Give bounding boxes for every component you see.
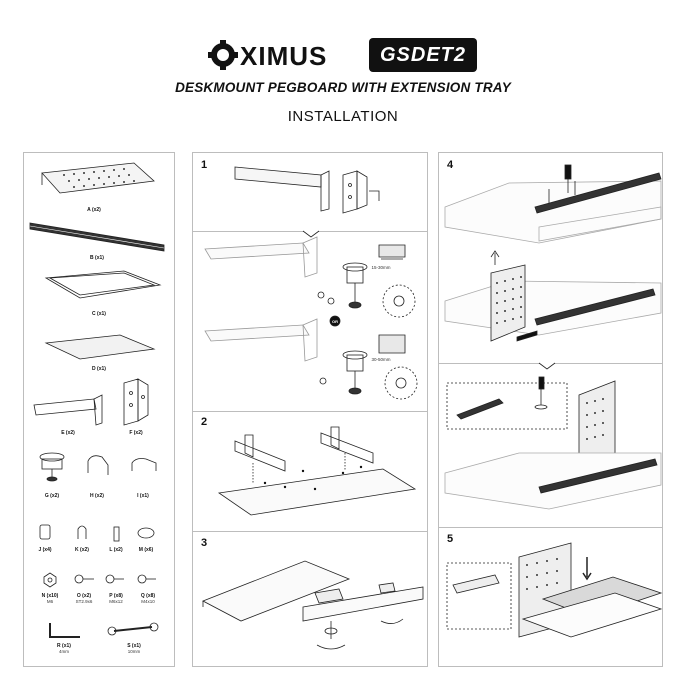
part-r-illustration xyxy=(49,623,80,638)
part-spec-s: 10mm xyxy=(127,649,141,654)
step-1-number: 1 xyxy=(201,159,208,171)
brand-logo: XIMUS xyxy=(206,38,356,72)
part-spec-r: 4mm xyxy=(59,649,69,654)
part-q-illustration xyxy=(137,574,156,584)
part-spec-n: M6 xyxy=(46,599,54,604)
product-title: DESKMOUNT PEGBOARD WITH EXTENSION TRAY xyxy=(175,80,511,95)
part-a-illustration xyxy=(41,162,155,194)
part-spec-o: ST2.9x6 xyxy=(75,599,93,604)
part-label-k: K (x2) xyxy=(75,547,89,553)
parts-panel: A (x2) B (x1) C (x1) D (x1) E (x2) F (x2… xyxy=(23,152,175,667)
part-label-h: H (x2) xyxy=(90,493,104,499)
part-n-illustration xyxy=(43,572,57,588)
part-label-q: Q (x8) xyxy=(140,593,156,599)
step-5-number: 5 xyxy=(447,533,454,545)
part-g-illustration xyxy=(39,452,65,482)
parts-illustrations xyxy=(29,162,165,638)
steps-4-5-panel: 4 5 xyxy=(438,152,663,667)
installation-heading: INSTALLATION xyxy=(287,108,399,125)
part-label-a: A (x2) xyxy=(87,207,101,213)
part-label-e: E (x2) xyxy=(61,430,75,436)
part-label-i: I (x1) xyxy=(137,493,149,499)
part-i-illustration xyxy=(131,458,157,471)
part-label-c: C (x1) xyxy=(92,311,106,317)
part-label-r: R (x1) xyxy=(57,643,71,649)
part-label-s: S (x1) xyxy=(127,643,141,649)
part-label-l: L (x2) xyxy=(109,547,123,553)
model-badge: GSDET2 xyxy=(369,38,477,72)
part-label-m: M (x6) xyxy=(138,547,154,553)
part-label-n: N (x10) xyxy=(41,593,59,599)
clamp-range-note-1: 15-30mm xyxy=(371,265,391,270)
brand-text: XIMUS xyxy=(240,41,327,71)
part-spec-q: M4x10 xyxy=(141,599,155,604)
steps-1-3-panel: 1 2 3 xyxy=(192,152,428,667)
part-label-p: P (x8) xyxy=(109,593,123,599)
part-p-illustration xyxy=(105,574,124,584)
part-label-g: G (x2) xyxy=(44,493,60,499)
clamp-range-note-2: 30-50mm xyxy=(371,357,391,362)
part-b-illustration xyxy=(29,222,165,252)
step-2-number: 2 xyxy=(201,416,208,428)
part-h-illustration xyxy=(87,455,109,475)
part-label-f: F (x2) xyxy=(129,430,143,436)
divider xyxy=(193,411,427,412)
part-j-illustration xyxy=(39,524,51,540)
steps-4-5-illustrations xyxy=(444,164,663,638)
part-s-illustration xyxy=(107,622,159,636)
step-3-number: 3 xyxy=(201,537,208,549)
step-4-number: 4 xyxy=(447,159,454,171)
part-label-d: D (x1) xyxy=(92,366,106,372)
part-e-illustration xyxy=(33,394,103,426)
part-label-b: B (x1) xyxy=(90,255,104,261)
part-o-illustration xyxy=(74,574,94,584)
steps-1-3-illustrations xyxy=(202,166,424,650)
header: XIMUS GSDET2 DESKMOUNT PEGBOARD WITH EXT… xyxy=(0,0,686,140)
part-f-illustration xyxy=(123,378,149,426)
part-c-illustration xyxy=(44,270,162,299)
divider xyxy=(193,531,427,532)
part-m-illustration xyxy=(137,527,155,539)
part-d-illustration xyxy=(44,334,156,360)
part-label-o: O (x2) xyxy=(76,593,92,599)
or-badge: OR xyxy=(332,319,338,324)
part-spec-p: M6x12 xyxy=(109,599,123,604)
divider xyxy=(439,527,662,528)
part-k-illustration xyxy=(77,525,87,539)
part-label-j: J (x4) xyxy=(38,547,52,553)
part-l-illustration xyxy=(113,526,120,542)
